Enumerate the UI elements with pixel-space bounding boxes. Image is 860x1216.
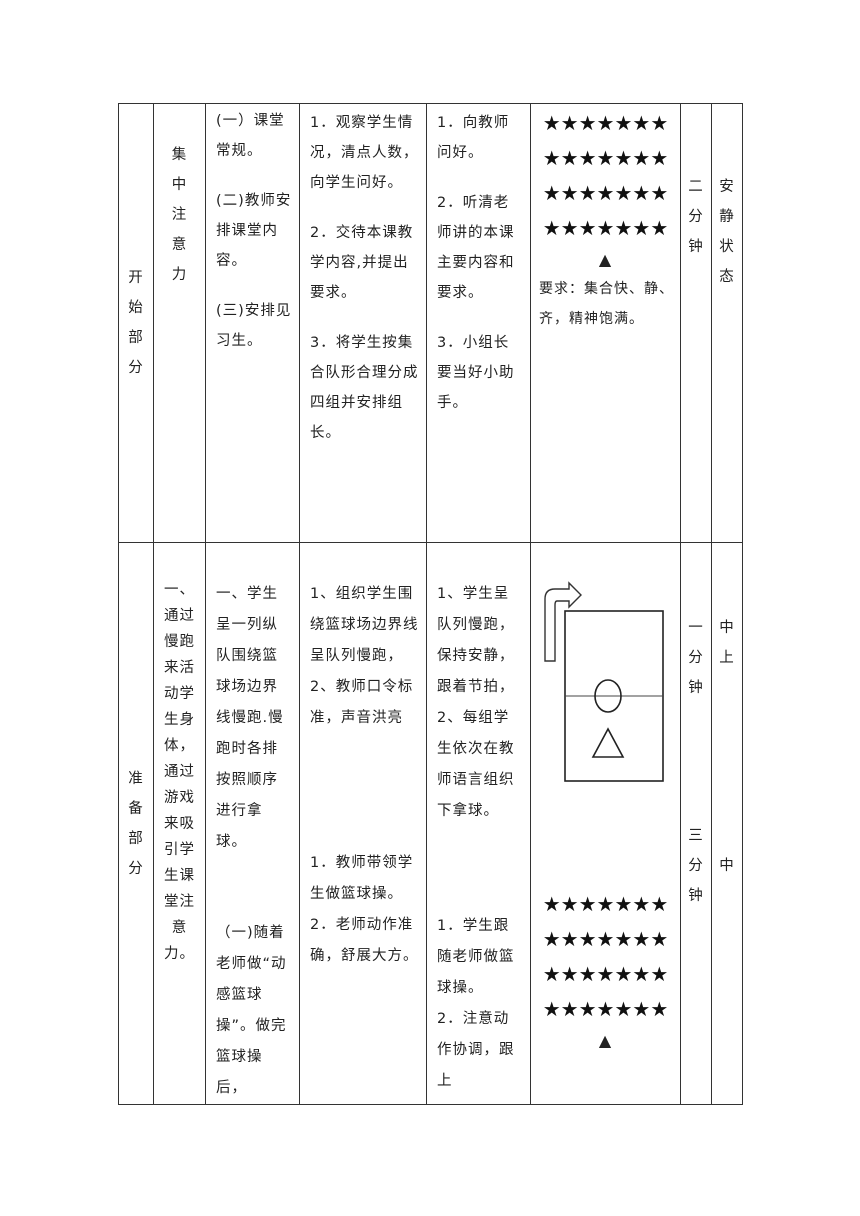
time-char: 分 xyxy=(688,209,704,225)
student-item: 1．学生跟随老师做篮球操。 xyxy=(437,918,515,996)
time-cell-prepare: 一 分 钟 三 分 钟 xyxy=(680,542,712,1105)
student-item: 1、学生呈队列慢跑，保持安静，跟着节拍， xyxy=(437,586,515,695)
section-char: 准 xyxy=(128,770,144,787)
time-char: 三 xyxy=(688,828,704,844)
table-row-start: 开 始 部 分 集 中 注 意 力 (一）课堂常规。 (二)教师安排课堂内容。 … xyxy=(118,103,743,543)
goal-line: 生课 xyxy=(164,868,195,884)
goal-line: 游戏 xyxy=(164,790,195,806)
section-char: 部 xyxy=(128,330,144,346)
lesson-plan-table: 开 始 部 分 集 中 注 意 力 (一）课堂常规。 (二)教师安排课堂内容。 … xyxy=(118,103,743,1105)
running-direction-arrow-icon xyxy=(544,581,582,662)
center-circle xyxy=(594,679,622,713)
intensity-char: 中 xyxy=(719,858,735,874)
teacher-position-icon: ▲ xyxy=(598,1031,613,1050)
teacher-item: 1．观察学生情况，清点人数，向学生问好。 xyxy=(310,115,419,191)
time-char: 钟 xyxy=(688,239,704,255)
time-char: 钟 xyxy=(688,680,704,696)
section-char: 部 xyxy=(128,830,144,847)
student-cell-prepare: 1、学生呈队列慢跑，保持安静，跟着节拍， 2、每组学生依次在教师语言组织下拿球。… xyxy=(426,542,531,1105)
student-formation-row: ★★★★★★★ xyxy=(542,146,669,170)
section-cell-start: 开 始 部 分 xyxy=(118,103,154,543)
goal-line: 堂注 xyxy=(164,894,195,910)
student-item: 2．听清老师讲的本课主要内容和要求。 xyxy=(437,195,515,301)
student-formation-row: ★★★★★★★ xyxy=(542,927,669,951)
student-formation-row: ★★★★★★★ xyxy=(542,962,669,986)
goal-line: 力。 xyxy=(164,946,195,962)
teacher-item: 1、组织学生围绕篮球场边界线呈队列慢跑， xyxy=(310,586,419,664)
student-formation-row: ★★★★★★★ xyxy=(542,892,669,916)
content-cell-prepare: 一、学生呈一列纵队围绕篮球场边界线慢跑.慢跑时各排按照顺序进行拿球。 （一)随着… xyxy=(205,542,300,1105)
section-char: 开 xyxy=(128,270,144,286)
goal-char: 注 xyxy=(171,207,188,223)
basketball-court-diagram xyxy=(544,581,664,782)
teacher-item: 1．教师带领学生做篮球操。 xyxy=(310,855,414,902)
goal-line: 体， xyxy=(164,738,195,754)
intensity-char: 上 xyxy=(719,650,735,666)
student-formation-row: ★★★★★★★ xyxy=(542,216,669,240)
formation-requirement: 要求：集合快、静、齐，精神饱满。 xyxy=(539,281,674,327)
content-item: (一）课堂常规。 xyxy=(216,113,285,159)
content-item: (三)安排见习生。 xyxy=(216,303,292,349)
time-char: 一 xyxy=(688,620,704,636)
student-item: 1．向教师问好。 xyxy=(437,115,510,161)
intensity-char: 安 xyxy=(719,179,735,195)
student-formation-row: ★★★★★★★ xyxy=(542,997,669,1021)
intensity-cell-start: 安 静 状 态 xyxy=(711,103,743,543)
teacher-cell-start: 1．观察学生情况，清点人数，向学生问好。 2．交待本课教学内容,并提出要求。 3… xyxy=(299,103,427,543)
formation-cell-start: ★★★★★★★ ★★★★★★★ ★★★★★★★ ★★★★★★★ ▲ 要求：集合快… xyxy=(530,103,681,543)
intensity-cell-prepare: 中 上 中 xyxy=(711,542,743,1105)
time-char: 分 xyxy=(688,858,704,874)
section-char: 分 xyxy=(128,860,144,877)
goal-line: 来活 xyxy=(164,660,195,676)
goal-line: 动学 xyxy=(164,686,195,702)
section-char: 备 xyxy=(128,800,144,817)
time-char: 二 xyxy=(688,179,704,195)
goal-line: 生身 xyxy=(164,712,195,728)
time-cell-start: 二 分 钟 xyxy=(680,103,712,543)
goal-line: 引学 xyxy=(164,842,195,858)
table-row-prepare: 准 备 部 分 一、 通过 慢跑 来活 动学 生身 体， 通过 游戏 来吸 引学… xyxy=(118,542,743,1105)
teacher-item: 2．老师动作准确，舒展大方。 xyxy=(310,917,419,964)
intensity-char: 态 xyxy=(719,269,735,285)
teacher-item: 3．将学生按集合队形合理分成四组并安排组长。 xyxy=(310,335,419,441)
section-cell-prepare: 准 备 部 分 xyxy=(118,542,154,1105)
goal-char: 意 xyxy=(171,237,188,253)
teacher-cell-prepare: 1、组织学生围绕篮球场边界线呈队列慢跑， 2、教师口令标准，声音洪亮 1．教师带… xyxy=(299,542,427,1105)
goal-cell-start: 集 中 注 意 力 xyxy=(153,103,206,543)
content-item: （一)随着老师做“动感篮球操”。做完篮球操后， xyxy=(216,925,287,1096)
content-item: (二)教师安排课堂内容。 xyxy=(216,193,292,269)
student-cell-start: 1．向教师问好。 2．听清老师讲的本课主要内容和要求。 3．小组长要当好小助手。 xyxy=(426,103,531,543)
teacher-item: 2．交待本课教学内容,并提出要求。 xyxy=(310,225,414,301)
section-char: 始 xyxy=(128,300,144,316)
goal-line: 通过 xyxy=(164,764,195,780)
goal-line: 慢跑 xyxy=(164,634,195,650)
section-char: 分 xyxy=(128,360,144,376)
goal-line: 来吸 xyxy=(164,816,195,832)
goal-line: 意 xyxy=(171,920,188,936)
student-item: 2、每组学生依次在教师语言组织下拿球。 xyxy=(437,710,515,819)
content-item: 一、学生呈一列纵队围绕篮球场边界线慢跑.慢跑时各排按照顺序进行拿球。 xyxy=(216,586,284,850)
content-cell-start: (一）课堂常规。 (二)教师安排课堂内容。 (三)安排见习生。 xyxy=(205,103,300,543)
time-char: 分 xyxy=(688,650,704,666)
goal-line: 一、 xyxy=(164,582,195,598)
formation-cell-prepare: ★★★★★★★ ★★★★★★★ ★★★★★★★ ★★★★★★★ ▲ xyxy=(530,542,681,1105)
intensity-char: 静 xyxy=(719,209,735,225)
goal-cell-prepare: 一、 通过 慢跑 来活 动学 生身 体， 通过 游戏 来吸 引学 生课 堂注 意… xyxy=(153,542,206,1105)
goal-char: 集 xyxy=(171,147,188,163)
student-formation-row: ★★★★★★★ xyxy=(542,181,669,205)
time-char: 钟 xyxy=(688,888,704,904)
student-item: 3．小组长要当好小助手。 xyxy=(437,335,515,411)
teacher-item: 2、教师口令标准，声音洪亮 xyxy=(310,679,414,726)
student-formation-row: ★★★★★★★ xyxy=(542,111,669,135)
goal-line: 通过 xyxy=(164,608,195,624)
teacher-position-icon: ▲ xyxy=(598,250,613,269)
goal-char: 中 xyxy=(171,177,188,193)
intensity-char: 中 xyxy=(719,620,735,636)
court-diagram xyxy=(531,543,680,782)
student-item: 2．注意动作协调，跟上 xyxy=(437,1011,515,1089)
teacher-triangle-icon xyxy=(591,727,625,758)
intensity-char: 状 xyxy=(719,239,735,255)
goal-char: 力 xyxy=(171,267,188,283)
